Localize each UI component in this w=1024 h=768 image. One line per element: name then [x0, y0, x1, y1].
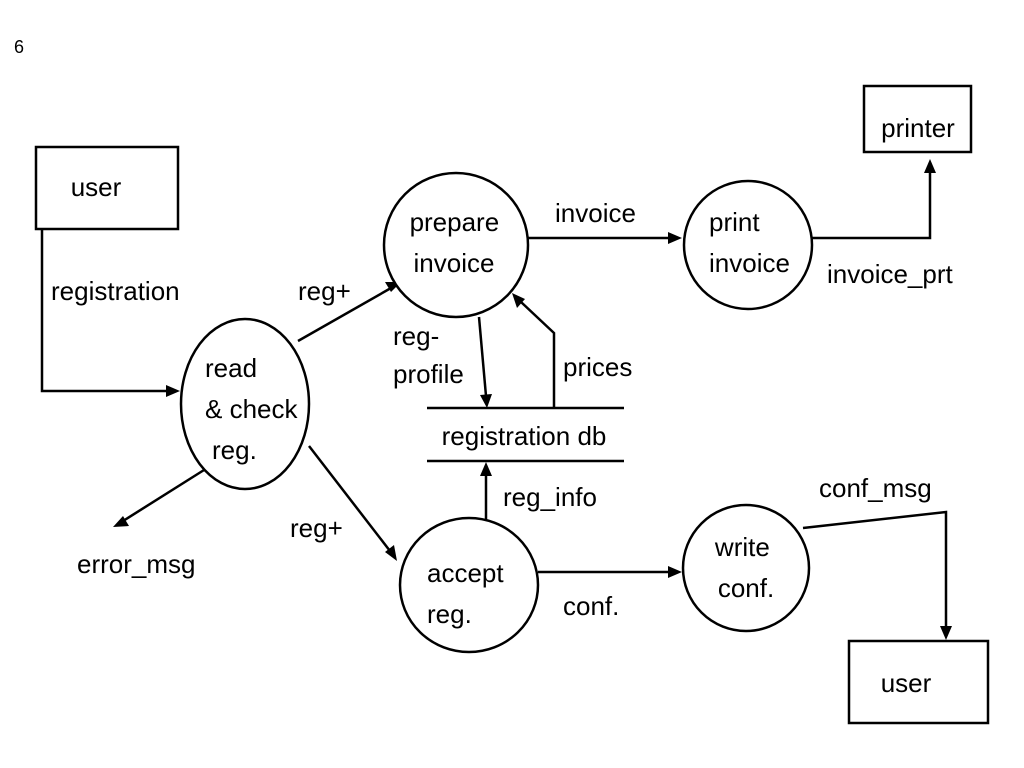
user-sink-entity: user	[847, 639, 990, 725]
read-check-circle	[179, 317, 311, 491]
reg-profile-label: reg- profile	[393, 321, 464, 389]
error-msg-flow-line	[122, 468, 205, 523]
write-conf-label: write conf.	[714, 532, 777, 603]
user-sink-label: user	[881, 668, 932, 698]
write-conf-circle	[681, 503, 811, 633]
registration-flow-line	[40, 229, 168, 393]
read-check-label: read & check reg.	[205, 353, 305, 465]
write-conf-process: write conf.	[681, 503, 811, 633]
print-invoice-circle	[682, 179, 814, 311]
page-number: 6	[14, 37, 24, 57]
conf-msg-arrowhead	[940, 626, 952, 640]
conf-msg-label: conf_msg	[819, 473, 932, 503]
error-msg-arrowhead	[113, 516, 129, 527]
registration-arrowhead	[166, 385, 180, 397]
reg-plus-lower-flow-line	[308, 445, 391, 552]
read-check-process: read & check reg.	[179, 317, 311, 491]
printer-box	[862, 84, 973, 154]
user-source-label: user	[71, 172, 122, 202]
reg-info-arrowhead	[480, 462, 492, 476]
reg-plus-lower-label: reg+	[290, 513, 343, 543]
invoice-prt-flow-line	[812, 171, 932, 240]
invoice-arrowhead	[668, 232, 682, 244]
reg-plus-upper-flow-line	[297, 286, 392, 343]
invoice-prt-label: invoice_prt	[827, 259, 954, 289]
user-sink-box	[847, 639, 990, 725]
error-msg-label: error_msg	[77, 549, 195, 579]
invoice-flow-label: invoice	[555, 198, 636, 228]
reg-profile-arrowhead	[480, 394, 492, 408]
prepare-invoice-circle	[382, 171, 530, 319]
prepare-invoice-label: prepare invoice	[410, 207, 507, 278]
flow-labels: registration reg+ error_msg reg+ invoice…	[51, 198, 954, 621]
registration-db-label: registration db	[442, 421, 607, 451]
flow-lines	[40, 159, 952, 640]
prices-label: prices	[563, 352, 632, 382]
prices-flow-line	[520, 301, 556, 408]
conf-arrowhead	[668, 566, 682, 578]
invoice-prt-arrowhead	[924, 159, 936, 173]
registration-db-store: registration db	[427, 406, 624, 463]
accept-reg-circle	[398, 516, 540, 654]
reg-plus-lower-arrowhead	[385, 545, 397, 561]
user-source-entity: user	[34, 145, 180, 231]
user-source-box	[34, 145, 180, 231]
print-invoice-label: print invoice	[709, 207, 790, 278]
accept-reg-label: accept reg.	[427, 558, 511, 629]
printer-entity: printer	[862, 84, 973, 154]
reg-info-label: reg_info	[503, 482, 597, 512]
conf-label: conf.	[563, 591, 619, 621]
printer-label: printer	[881, 113, 955, 143]
prepare-invoice-process: prepare invoice	[382, 171, 530, 319]
conf-msg-flow-line	[802, 510, 948, 628]
prices-arrowhead	[512, 293, 525, 308]
registration-flow-label: registration	[51, 276, 180, 306]
reg-plus-upper-label: reg+	[298, 276, 351, 306]
accept-reg-process: accept reg.	[398, 516, 540, 654]
print-invoice-process: print invoice	[682, 179, 814, 311]
reg-profile-flow-line	[477, 316, 488, 397]
